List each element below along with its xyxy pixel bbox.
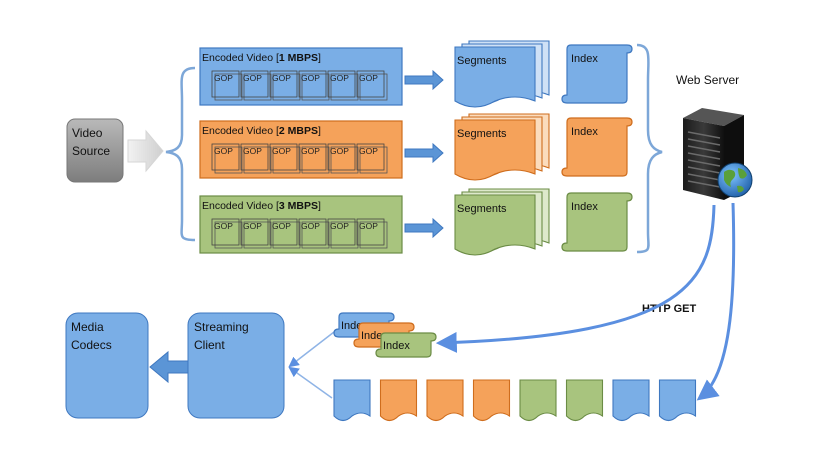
encoding-row-2: Encoded Video [2 MBPS] GOP GOP GOP GOP GOP GOP… [199, 113, 633, 181]
index-to-client-arrow [288, 331, 335, 368]
gop-cell: GOP [211, 70, 243, 101]
svg-text:GOP: GOP [301, 73, 320, 83]
segments-stack: Segments [454, 113, 550, 181]
http-get-arrow [435, 204, 716, 353]
gop-cell: GOP [269, 218, 301, 249]
svg-text:GOP: GOP [330, 73, 349, 83]
gop-cell: GOP [240, 143, 272, 174]
svg-text:GOP: GOP [272, 221, 291, 231]
gop-cell: GOP [298, 218, 330, 249]
row-arrow [404, 142, 444, 164]
gop-cell: GOP [327, 70, 359, 101]
svg-text:GOP: GOP [330, 221, 349, 231]
streaming-client-box: Streaming Client [187, 312, 285, 419]
svg-text:GOP: GOP [243, 146, 262, 156]
gop-cell: GOP [240, 70, 272, 101]
svg-text:GOP: GOP [301, 146, 320, 156]
encoding-row-3: Encoded Video [3 MBPS] GOP GOP GOP GOP GOP GOP… [199, 188, 633, 256]
gop-cell: GOP [240, 218, 272, 249]
svg-text:GOP: GOP [359, 73, 378, 83]
video-source-label-line2: Source [72, 144, 110, 158]
stream-segment [472, 379, 511, 422]
svg-text:GOP: GOP [214, 146, 233, 156]
encoding-row-1: Encoded Video [1 MBPS] GOP GOP GOP GOP GOP GOP… [199, 40, 633, 108]
stack-index-3: Index [375, 332, 437, 358]
gop-cell: GOP [327, 218, 359, 249]
stream-segment [612, 379, 650, 422]
gop-cell: GOP [356, 218, 388, 249]
web-server: Web Server [676, 73, 753, 200]
stream-segment [565, 379, 604, 422]
svg-text:GOP: GOP [301, 221, 320, 231]
svg-text:GOP: GOP [214, 73, 233, 83]
stream-sequence [333, 379, 697, 422]
globe-icon [717, 162, 753, 198]
gop-cell: GOP [269, 143, 301, 174]
left-brace [165, 66, 196, 242]
index-scroll: Index [561, 44, 633, 104]
segments-to-client-arrow [288, 366, 333, 399]
index-scroll: Index [561, 117, 633, 177]
source-arrow [127, 129, 164, 173]
media-codecs-label-line2: Codecs [71, 338, 112, 352]
right-brace [636, 43, 663, 254]
encoding-rows: Encoded Video [1 MBPS] GOP GOP GOP GOP GOP GOP… [199, 40, 633, 256]
svg-text:Index: Index [383, 340, 410, 352]
segments-stack: Segments [454, 188, 550, 256]
svg-text:GOP: GOP [330, 146, 349, 156]
segments-stack: Segments [454, 40, 550, 108]
svg-text:GOP: GOP [272, 146, 291, 156]
encoded-video-title: Encoded Video [3 MBPS] [202, 200, 321, 212]
stream-arrow [696, 202, 736, 401]
media-codecs-label-line1: Media [71, 320, 104, 334]
svg-text:GOP: GOP [272, 73, 291, 83]
stream-segment [426, 379, 464, 422]
video-source-box: Video Source [66, 118, 124, 183]
svg-text:Segments: Segments [457, 128, 507, 140]
svg-text:GOP: GOP [359, 146, 378, 156]
svg-text:Index: Index [571, 201, 598, 213]
svg-text:Index: Index [571, 126, 598, 138]
gop-cell: GOP [211, 218, 243, 249]
gop-cell: GOP [298, 143, 330, 174]
gop-cell: GOP [327, 143, 359, 174]
svg-text:GOP: GOP [214, 221, 233, 231]
svg-text:Segments: Segments [457, 203, 507, 215]
gop-cell: GOP [298, 70, 330, 101]
client-to-codecs-arrow [149, 350, 189, 384]
gop-cell: GOP [211, 143, 243, 174]
row-arrow [404, 217, 444, 239]
video-source-label-line1: Video [72, 126, 103, 140]
gop-cell: GOP [356, 143, 388, 174]
svg-text:GOP: GOP [243, 73, 262, 83]
encoded-video-title: Encoded Video [1 MBPS] [202, 52, 321, 64]
streaming-client-label-line1: Streaming [194, 320, 249, 334]
gop-cell: GOP [356, 70, 388, 101]
row-arrow [404, 69, 444, 91]
web-server-label: Web Server [676, 73, 739, 87]
stream-segment [333, 379, 371, 422]
stream-segment [379, 379, 418, 422]
svg-text:Segments: Segments [457, 55, 507, 67]
stream-segment [519, 379, 557, 422]
stream-segment [658, 379, 697, 422]
svg-text:GOP: GOP [359, 221, 378, 231]
gop-cell: GOP [269, 70, 301, 101]
encoded-video-title: Encoded Video [2 MBPS] [202, 125, 321, 137]
svg-text:GOP: GOP [243, 221, 262, 231]
media-codecs-box: Media Codecs [65, 312, 149, 419]
index-scroll: Index [561, 192, 633, 252]
streaming-client-label-line2: Client [194, 338, 225, 352]
svg-text:Index: Index [571, 53, 598, 65]
